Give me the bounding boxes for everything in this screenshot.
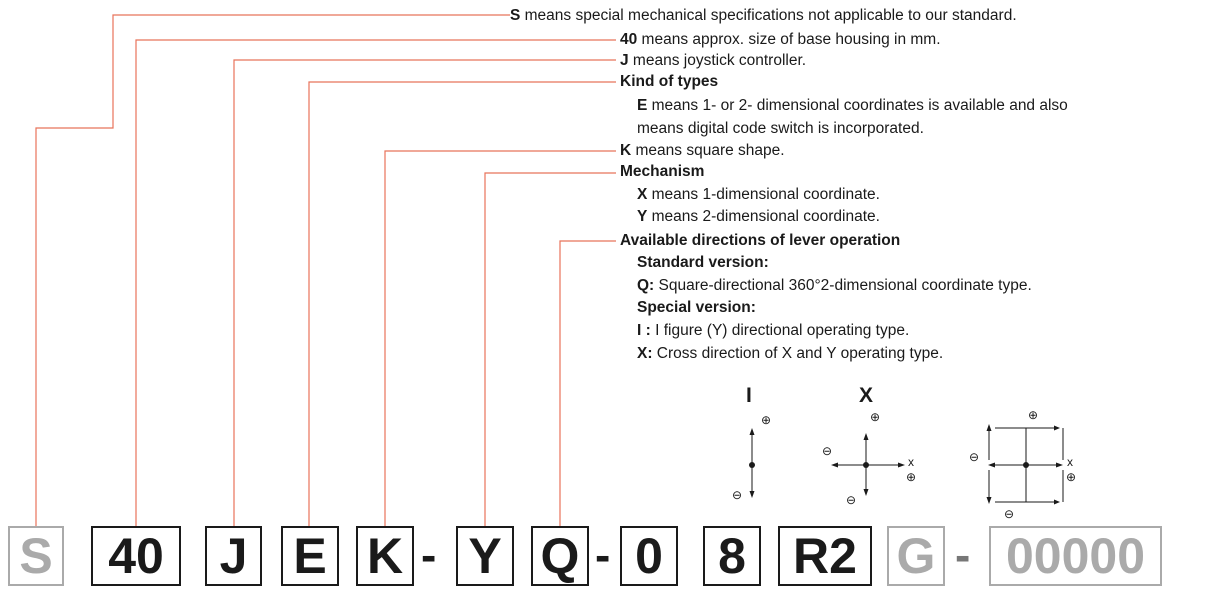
x-type-label: X <box>859 384 874 407</box>
leader-line-j <box>233 59 616 527</box>
x-axis-icon: x <box>908 455 914 469</box>
x-minus-left-icon: ⊖ <box>822 444 833 458</box>
code-box-y: Y <box>456 526 514 586</box>
code-box-g: G <box>887 526 945 586</box>
desc-y-mechanism: Y means 2-dimensional coordinate. <box>637 208 880 225</box>
q-direction-icon <box>986 424 1064 505</box>
desc-e-line2: means digital code switch is incorporate… <box>637 120 924 137</box>
q-x-axis-icon: x <box>1067 455 1073 469</box>
desc-available-directions: Available directions of lever operation <box>620 232 901 249</box>
x-plus-right-icon: ⊕ <box>906 470 917 484</box>
code-box-s: S <box>8 526 64 586</box>
leader-line-q <box>559 240 616 527</box>
code-dash-1: - <box>421 529 437 581</box>
desc-k: K means square shape. <box>620 142 785 159</box>
desc-s: S means special mechanical specification… <box>510 7 1017 24</box>
q-minus-left-icon: ⊖ <box>969 450 980 464</box>
code-box-k: K <box>356 526 414 586</box>
desc-standard-version: Standard version: <box>637 254 769 271</box>
desc-special-version: Special version: <box>637 299 756 316</box>
i-minus-icon: ⊖ <box>732 488 743 502</box>
desc-x-mechanism: X means 1-dimensional coordinate. <box>637 186 880 203</box>
i-plus-icon: ⊕ <box>761 413 772 427</box>
code-box-j: J <box>205 526 262 586</box>
leader-line-y <box>484 172 616 527</box>
desc-j: J means joystick controller. <box>620 52 807 69</box>
code-dash-2: - <box>595 529 611 581</box>
code-box-r2: R2 <box>778 526 872 586</box>
desc-q: Q: Square-directional 360°2-dimensional … <box>637 277 1032 294</box>
leader-line-k <box>384 150 616 527</box>
x-minus-bottom-icon: ⊖ <box>846 493 857 507</box>
q-plus-right-icon: ⊕ <box>1066 470 1077 484</box>
desc-kind-of-types: Kind of types <box>620 73 719 90</box>
q-minus-bottom-icon: ⊖ <box>1004 507 1015 521</box>
desc-i: I : I figure (Y) directional operating t… <box>637 322 910 339</box>
code-box-8: 8 <box>703 526 761 586</box>
code-box-e: E <box>281 526 339 586</box>
leader-line-s <box>35 14 510 527</box>
q-plus-top-icon: ⊕ <box>1028 408 1039 422</box>
x-direction-icon <box>831 433 905 496</box>
code-box-00000: 00000 <box>989 526 1162 586</box>
desc-40: 40 means approx. size of base housing in… <box>620 31 941 48</box>
leader-line-e <box>308 81 616 527</box>
x-plus-top-icon: ⊕ <box>870 410 881 424</box>
code-box-0: 0 <box>620 526 678 586</box>
code-box-40: 40 <box>91 526 181 586</box>
code-box-q: Q <box>531 526 589 586</box>
code-dash-3: - <box>955 529 971 581</box>
leader-line-40 <box>135 39 616 527</box>
desc-x-special: X: Cross direction of X and Y operating … <box>637 345 944 362</box>
i-type-label: I <box>746 384 752 407</box>
desc-mechanism: Mechanism <box>620 163 705 180</box>
i-direction-icon <box>749 428 755 498</box>
desc-e: E means 1- or 2- dimensional coordinates… <box>637 97 1068 114</box>
